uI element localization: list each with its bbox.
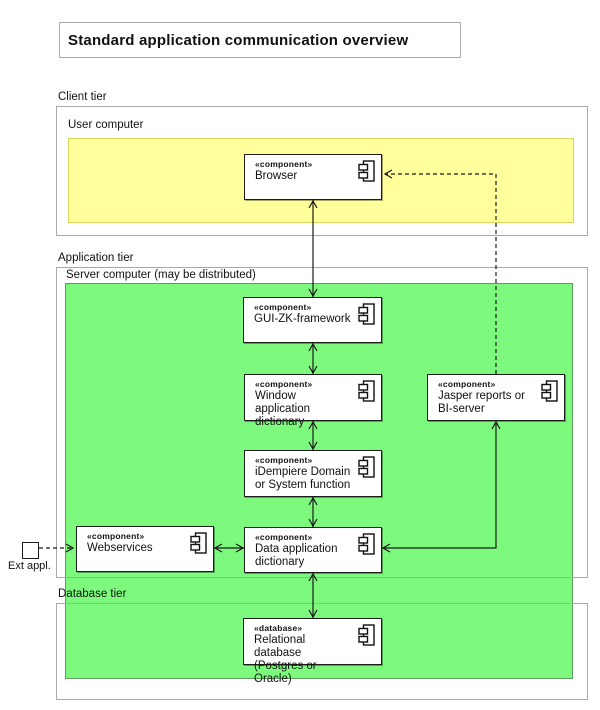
component-jasper-reports-or-bi-server: «component» Jasper reports or BI-server: [427, 374, 565, 421]
component-name: Window application dictionary: [255, 390, 310, 428]
component-name: iDempiere Domain or System function: [255, 466, 351, 491]
application-tier-label: Application tier: [58, 252, 134, 264]
stereotype-label: «component»: [255, 379, 313, 389]
component-webservices: «component» Webservices: [76, 526, 214, 572]
uml-component-icon: [358, 303, 375, 325]
uml-component-icon: [358, 380, 375, 402]
client-tier-frame: [56, 106, 588, 236]
uml-component-icon: [358, 456, 375, 478]
user-computer-label: User computer: [68, 119, 144, 131]
component-name: Webservices: [87, 542, 153, 554]
external-application-box: [22, 542, 39, 559]
server-computer-label: Server computer (may be distributed): [66, 269, 256, 281]
stereotype-label: «component»: [255, 532, 313, 542]
component-name: GUI-ZK-framework: [254, 313, 351, 325]
client-tier-label: Client tier: [58, 91, 107, 103]
application-tier-frame: [56, 267, 588, 578]
uml-component-icon: [358, 624, 375, 646]
diagram-title: Standard application communication overv…: [59, 22, 461, 58]
stereotype-label: «component»: [254, 302, 312, 312]
database-tier-frame: [56, 603, 588, 700]
component-name: Relational database (Postgres or Oracle): [254, 634, 317, 685]
component-relational-database: «database» Relational database (Postgres…: [243, 618, 382, 685]
uml-component-icon: [541, 380, 558, 402]
component-window-application-dictionary: «component» Window application dictionar…: [244, 374, 382, 428]
component-data-application-dictionary: «component» Data application dictionary: [244, 527, 382, 573]
stereotype-label: «database»: [254, 623, 303, 633]
uml-component-icon: [358, 160, 375, 182]
stereotype-label: «component»: [255, 455, 313, 465]
component-name: Data application dictionary: [255, 543, 338, 568]
component-idempiere-domain-or-system-function: «component» iDempiere Domain or System f…: [244, 450, 382, 497]
component-browser: «component» Browser: [244, 154, 382, 200]
stereotype-label: «component»: [255, 159, 313, 169]
component-name: Browser: [255, 170, 298, 182]
uml-component-icon: [190, 532, 207, 554]
uml-component-icon: [358, 533, 375, 555]
stereotype-label: «component»: [87, 531, 145, 541]
stereotype-label: «component»: [438, 379, 496, 389]
database-tier-label: Database tier: [58, 588, 127, 600]
external-application-label: Ext appl.: [8, 560, 51, 572]
component-gui-zk-framework: «component» GUI-ZK-framework: [243, 297, 382, 343]
component-name: Jasper reports or BI-server: [438, 390, 525, 415]
